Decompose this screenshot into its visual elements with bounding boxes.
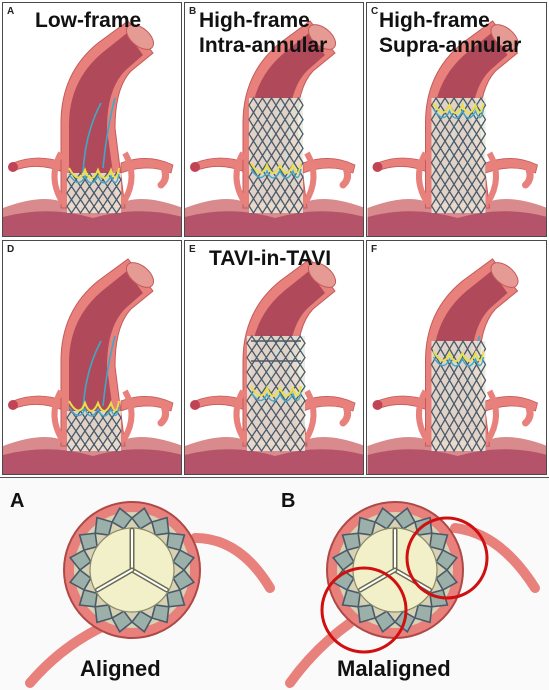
aorta-illustration-c bbox=[367, 3, 546, 236]
transcatheter-valve bbox=[248, 96, 304, 215]
coronary-artery-left bbox=[25, 623, 105, 688]
commissural-alignment-section: A B Aligned Malaligned bbox=[0, 477, 549, 690]
panel-title-line: TAVI-in-TAVI bbox=[209, 247, 332, 270]
panel-c: C High-frame Supra-annular bbox=[366, 2, 547, 237]
panel-title: High-frame Supra-annular bbox=[379, 8, 521, 58]
aorta-opening bbox=[125, 24, 155, 50]
bottom-letter-b: B bbox=[281, 490, 296, 512]
transcatheter-valve bbox=[430, 339, 487, 453]
aorta-opening bbox=[490, 24, 519, 50]
panel-letter: C bbox=[371, 6, 379, 17]
aorta-opening bbox=[307, 24, 337, 50]
overlap-highlight-circle bbox=[320, 566, 408, 654]
panel-b: B High-frame Intra-annular bbox=[184, 2, 364, 237]
valve-crosssection-illustration bbox=[25, 501, 540, 688]
aligned-valve bbox=[63, 501, 201, 639]
malaligned-label: Malaligned bbox=[337, 656, 451, 681]
panel-title: High-frame Intra-annular bbox=[199, 8, 327, 58]
stent-lattice bbox=[248, 96, 304, 215]
panel-f: F bbox=[366, 240, 547, 475]
aorta-opening bbox=[307, 262, 337, 288]
flow-line bbox=[82, 340, 102, 412]
aorta-illustration-d bbox=[3, 241, 181, 474]
aorta-illustration-a bbox=[3, 3, 181, 236]
flow-line bbox=[102, 97, 116, 169]
stent-lattice bbox=[66, 171, 122, 215]
aorta-illustration-f bbox=[367, 241, 546, 474]
panel-letter: A bbox=[7, 6, 15, 17]
panel-title-line: High-frame bbox=[379, 9, 490, 32]
aorta-opening bbox=[490, 262, 519, 288]
panel-a: A Low-frame bbox=[2, 2, 182, 237]
aligned-label: Aligned bbox=[80, 656, 161, 681]
stent-lattice bbox=[246, 334, 306, 453]
panel-letter: F bbox=[371, 244, 378, 255]
panel-title: TAVI-in-TAVI bbox=[209, 246, 331, 271]
panel-title: Low-frame bbox=[35, 8, 141, 33]
panel-e: E TAVI-in-TAVI bbox=[184, 240, 364, 475]
aorta-illustration-b bbox=[185, 3, 363, 236]
stent-ring bbox=[331, 506, 459, 634]
bottom-letter-a: A bbox=[10, 490, 25, 512]
native-leaflets bbox=[250, 162, 302, 174]
aortic-lumen bbox=[69, 271, 143, 441]
overlap-highlight-circle bbox=[405, 516, 489, 600]
transcatheter-valve bbox=[66, 167, 122, 215]
panel-title-line: Supra-annular bbox=[379, 34, 522, 57]
native-leaflets bbox=[432, 350, 485, 362]
aorta-illustration-e bbox=[185, 241, 363, 474]
native-leaflets bbox=[68, 167, 120, 179]
native-leaflets bbox=[68, 400, 120, 412]
stent-ring bbox=[68, 506, 196, 634]
transcatheter-valve bbox=[246, 334, 306, 453]
native-leaflets bbox=[250, 385, 302, 397]
coronary-artery-left-b bbox=[285, 618, 355, 688]
native-leaflets bbox=[432, 102, 485, 114]
panel-title-line: Intra-annular bbox=[199, 34, 328, 57]
panel-letter: B bbox=[189, 6, 197, 17]
coronary-artery-right bbox=[190, 533, 275, 593]
flow-line bbox=[82, 102, 102, 174]
aorta-opening bbox=[125, 262, 155, 288]
malaligned-valve bbox=[326, 501, 464, 639]
flow-line bbox=[102, 335, 116, 407]
transcatheter-valve bbox=[66, 400, 122, 453]
aortic-lumen bbox=[69, 33, 143, 203]
transcatheter-valve bbox=[430, 96, 487, 215]
panel-d: D bbox=[2, 240, 182, 475]
panel-letter: D bbox=[7, 244, 15, 255]
panel-title-line: High-frame bbox=[199, 9, 310, 32]
coronary-artery-right-b bbox=[450, 523, 540, 593]
panel-title-line: Low-frame bbox=[35, 9, 142, 32]
stent-lattice bbox=[66, 409, 122, 453]
panel-letter: E bbox=[189, 244, 196, 255]
